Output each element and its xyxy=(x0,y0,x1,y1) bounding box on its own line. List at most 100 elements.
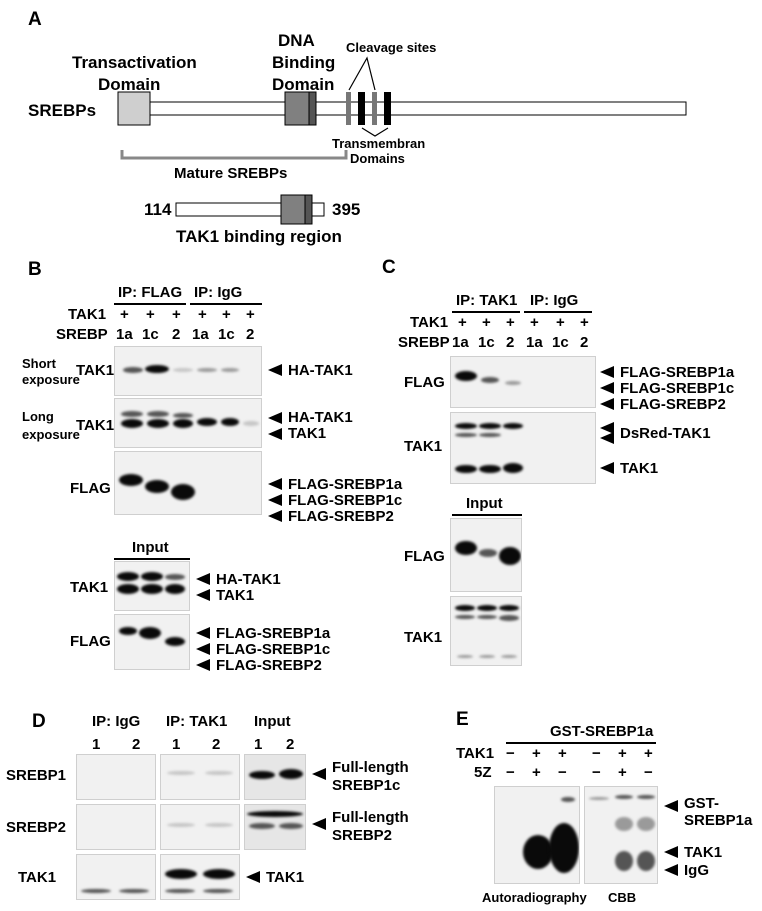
b-lane: 2 xyxy=(246,326,255,343)
arrow-icon xyxy=(268,510,282,522)
b-lane: 1a xyxy=(192,326,209,343)
b-tak1-long-label: TAK1 xyxy=(288,425,327,442)
dna-binding-label-2: Binding xyxy=(272,53,336,72)
e-5z-sign: + xyxy=(532,764,541,781)
arrow-icon xyxy=(312,768,326,780)
e-tak1: TAK1 xyxy=(456,745,495,762)
tak1-binding-region-label: TAK1 binding region xyxy=(176,227,342,246)
b-flag-1a: FLAG-SREBP1a xyxy=(288,476,403,493)
d-blot-igg-srebp1 xyxy=(76,754,156,800)
d-lane: 2 xyxy=(286,736,295,753)
arrow-icon xyxy=(268,478,282,490)
binding-region-dbd-edge xyxy=(304,194,313,225)
c-dsred-tak1: DsRed-TAK1 xyxy=(620,425,711,442)
e-5z-sign: − xyxy=(506,764,515,781)
c-lane: 1c xyxy=(552,334,569,351)
b-tak1-long: TAK1 xyxy=(76,417,115,434)
arrow-icon xyxy=(196,627,210,639)
d-fl-srebp2-2: SREBP2 xyxy=(332,827,393,844)
dna-binding-label-3: Domain xyxy=(272,75,335,94)
c-lane: 2 xyxy=(580,334,589,351)
d-srebp1: SREBP1 xyxy=(6,767,67,784)
arrow-icon xyxy=(268,494,282,506)
c-ip-tak1-line xyxy=(452,311,520,313)
c-flag-2: FLAG-SREBP2 xyxy=(620,396,726,413)
arrow-icon xyxy=(600,432,614,444)
d-lane: 1 xyxy=(172,736,181,753)
b-input-tak1-label: TAK1 xyxy=(216,587,255,604)
panel-c-letter: C xyxy=(382,257,396,278)
e-tak1-sign: + xyxy=(618,745,627,762)
e-gst-label-2: SREBP1a xyxy=(684,812,753,829)
arrow-icon xyxy=(196,589,210,601)
arrow-icon xyxy=(312,818,326,830)
c-blot-tak1 xyxy=(450,412,596,484)
b-blot-input-tak1 xyxy=(114,561,190,611)
e-tak1-sign: + xyxy=(532,745,541,762)
c-lane: 1a xyxy=(526,334,543,351)
d-blot-input-srebp1 xyxy=(244,754,306,800)
b-plus: + xyxy=(246,306,255,323)
b-blot-input-flag xyxy=(114,614,190,670)
b-lane: 1c xyxy=(218,326,235,343)
c-tak1: TAK1 xyxy=(404,438,443,455)
dna-binding-domain-edge xyxy=(308,91,317,126)
e-igg-label: IgG xyxy=(684,862,709,879)
binding-region-dbd xyxy=(280,194,306,225)
b-ip-flag: IP: FLAG xyxy=(118,284,183,301)
arrow-icon xyxy=(600,382,614,394)
b-flag-1c: FLAG-SREBP1c xyxy=(288,492,403,509)
cleavage-site-1 xyxy=(346,92,351,125)
b-tak1-short: TAK1 xyxy=(76,362,115,379)
b-row-srebp: SREBP xyxy=(56,326,108,343)
e-5z: 5Z xyxy=(474,764,492,781)
transmembrane-label-2: Domains xyxy=(350,151,405,166)
transactivation-domain xyxy=(117,91,151,126)
b-ip-igg: IP: IgG xyxy=(194,284,243,301)
srebps-label: SREBPs xyxy=(28,101,97,120)
c-flag-1a: FLAG-SREBP1a xyxy=(620,364,735,381)
b-plus: + xyxy=(198,306,207,323)
d-lane: 1 xyxy=(254,736,263,753)
transactivation-label-1: Transactivation xyxy=(72,53,197,72)
d-blot-tak1-tak1 xyxy=(160,854,240,900)
d-blot-igg-srebp2 xyxy=(76,804,156,850)
b-ha-tak1-long: HA-TAK1 xyxy=(288,409,353,426)
transmembrane-domain-2 xyxy=(384,92,391,125)
b-ha-tak1-short: HA-TAK1 xyxy=(288,362,353,379)
arrow-icon xyxy=(600,422,614,434)
b-input-tak1: TAK1 xyxy=(70,579,109,596)
cleavage-site-2 xyxy=(372,92,377,125)
c-lane: 2 xyxy=(506,334,515,351)
transmembrane-brace xyxy=(361,127,389,137)
b-lane: 1a xyxy=(116,326,133,343)
c-input: Input xyxy=(466,495,503,512)
b-blot-tak1-short xyxy=(114,346,262,396)
c-plus: + xyxy=(580,314,589,331)
d-tak1-label: TAK1 xyxy=(266,869,305,886)
arrow-icon xyxy=(664,800,678,812)
b-plus: + xyxy=(120,306,129,323)
arrow-icon xyxy=(268,428,282,440)
c-lane: 1a xyxy=(452,334,469,351)
e-gst: GST-SREBP1a xyxy=(550,723,654,740)
dna-binding-domain xyxy=(284,91,310,126)
b-plus: + xyxy=(222,306,231,323)
b-input-flag-1a: FLAG-SREBP1a xyxy=(216,625,331,642)
b-ip-flag-line xyxy=(114,303,186,305)
e-autorad-label: Autoradiography xyxy=(482,890,587,905)
b-input-flag-1c: FLAG-SREBP1c xyxy=(216,641,331,658)
c-lane: 1c xyxy=(478,334,495,351)
d-blot-input-srebp2 xyxy=(244,804,306,850)
e-tak1-sign: + xyxy=(558,745,567,762)
c-plus: + xyxy=(506,314,515,331)
c-ip-igg-line xyxy=(524,311,592,313)
domain-diagram xyxy=(117,56,687,225)
d-lane: 2 xyxy=(212,736,221,753)
arrow-icon xyxy=(246,871,260,883)
c-ip-igg: IP: IgG xyxy=(530,292,579,309)
c-plus: + xyxy=(556,314,565,331)
c-input-tak1: TAK1 xyxy=(404,629,443,646)
transactivation-label-2: Domain xyxy=(98,75,161,94)
